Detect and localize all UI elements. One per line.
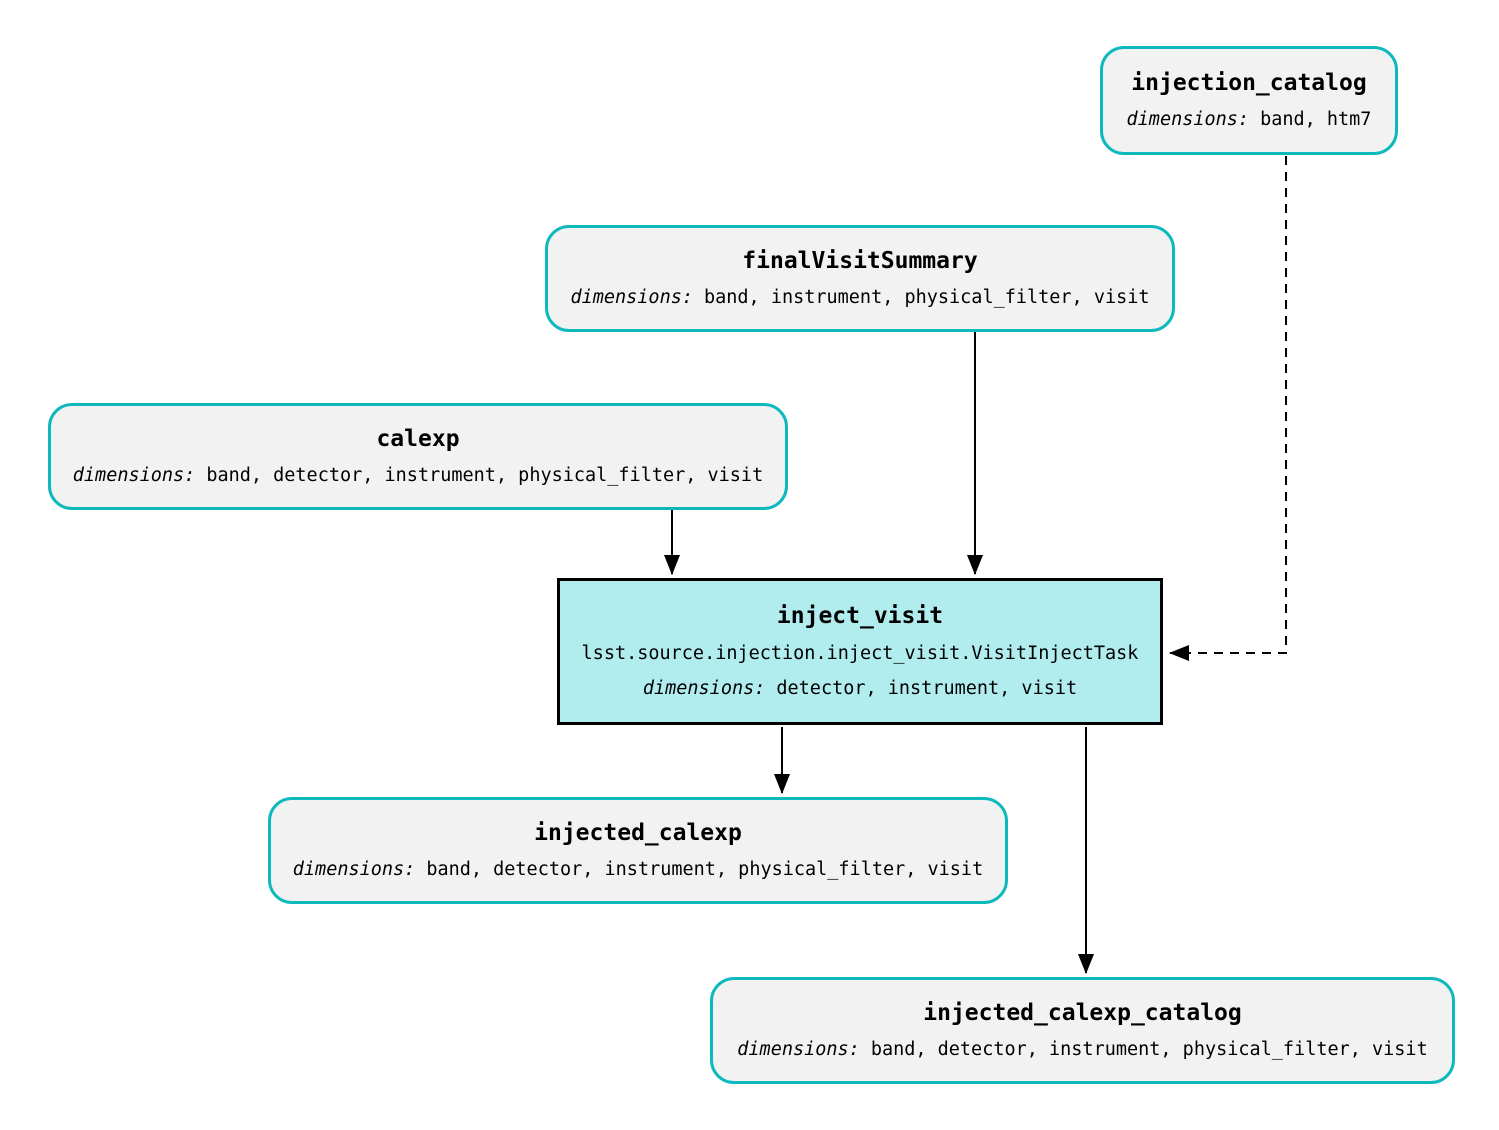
edge-injection-catalog-to-inject-visit: [1169, 156, 1287, 661]
node-calexp: calexp dimensions: band, detector, instru…: [48, 403, 788, 510]
node-inject-visit-task: inject_visit lsst.source.injection.injec…: [557, 578, 1163, 725]
dimensions-label: dimensions:: [292, 858, 416, 880]
dimensions-value: band, detector, instrument, physical_fil…: [426, 858, 984, 880]
dimensions-label: dimensions:: [72, 464, 196, 486]
node-dimensions: dimensions: detector, instrument, visit: [642, 677, 1078, 699]
node-injection-catalog: injection_catalog dimensions: band, htm7: [1100, 46, 1398, 155]
node-dimensions: dimensions: band, instrument, physical_fi…: [570, 286, 1150, 308]
task-class-path: lsst.source.injection.inject_visit.Visit…: [581, 642, 1139, 664]
dimensions-value: detector, instrument, visit: [776, 677, 1078, 699]
node-title: calexp: [376, 426, 460, 453]
node-dimensions: dimensions: band, detector, instrument, p…: [72, 464, 764, 486]
node-title: injected_calexp_catalog: [923, 1000, 1242, 1027]
dimensions-value: band, detector, instrument, physical_fil…: [206, 464, 764, 486]
node-final-visit-summary: finalVisitSummary dimensions: band, instr…: [545, 225, 1175, 332]
dimensions-label: dimensions:: [737, 1038, 860, 1060]
node-dimensions: dimensions: band, detector, instrument, p…: [737, 1038, 1428, 1060]
node-title: injected_calexp: [534, 820, 742, 847]
node-title: injection_catalog: [1131, 69, 1367, 96]
dimensions-value: band, htm7: [1260, 108, 1372, 130]
dimensions-value: band, instrument, physical_filter, visit: [704, 286, 1150, 308]
dimensions-label: dimensions:: [1126, 108, 1250, 130]
node-dimensions: dimensions: band, detector, instrument, p…: [292, 858, 984, 880]
dimensions-value: band, detector, instrument, physical_fil…: [870, 1038, 1428, 1060]
node-dimensions: dimensions: band, htm7: [1126, 108, 1372, 130]
node-injected-calexp-catalog: injected_calexp_catalog dimensions: band,…: [710, 977, 1455, 1084]
dimensions-label: dimensions:: [570, 286, 693, 308]
node-title: inject_visit: [776, 602, 944, 629]
node-injected-calexp: injected_calexp dimensions: band, detecto…: [268, 797, 1008, 904]
node-title: finalVisitSummary: [742, 248, 978, 275]
dimensions-label: dimensions:: [642, 677, 766, 699]
